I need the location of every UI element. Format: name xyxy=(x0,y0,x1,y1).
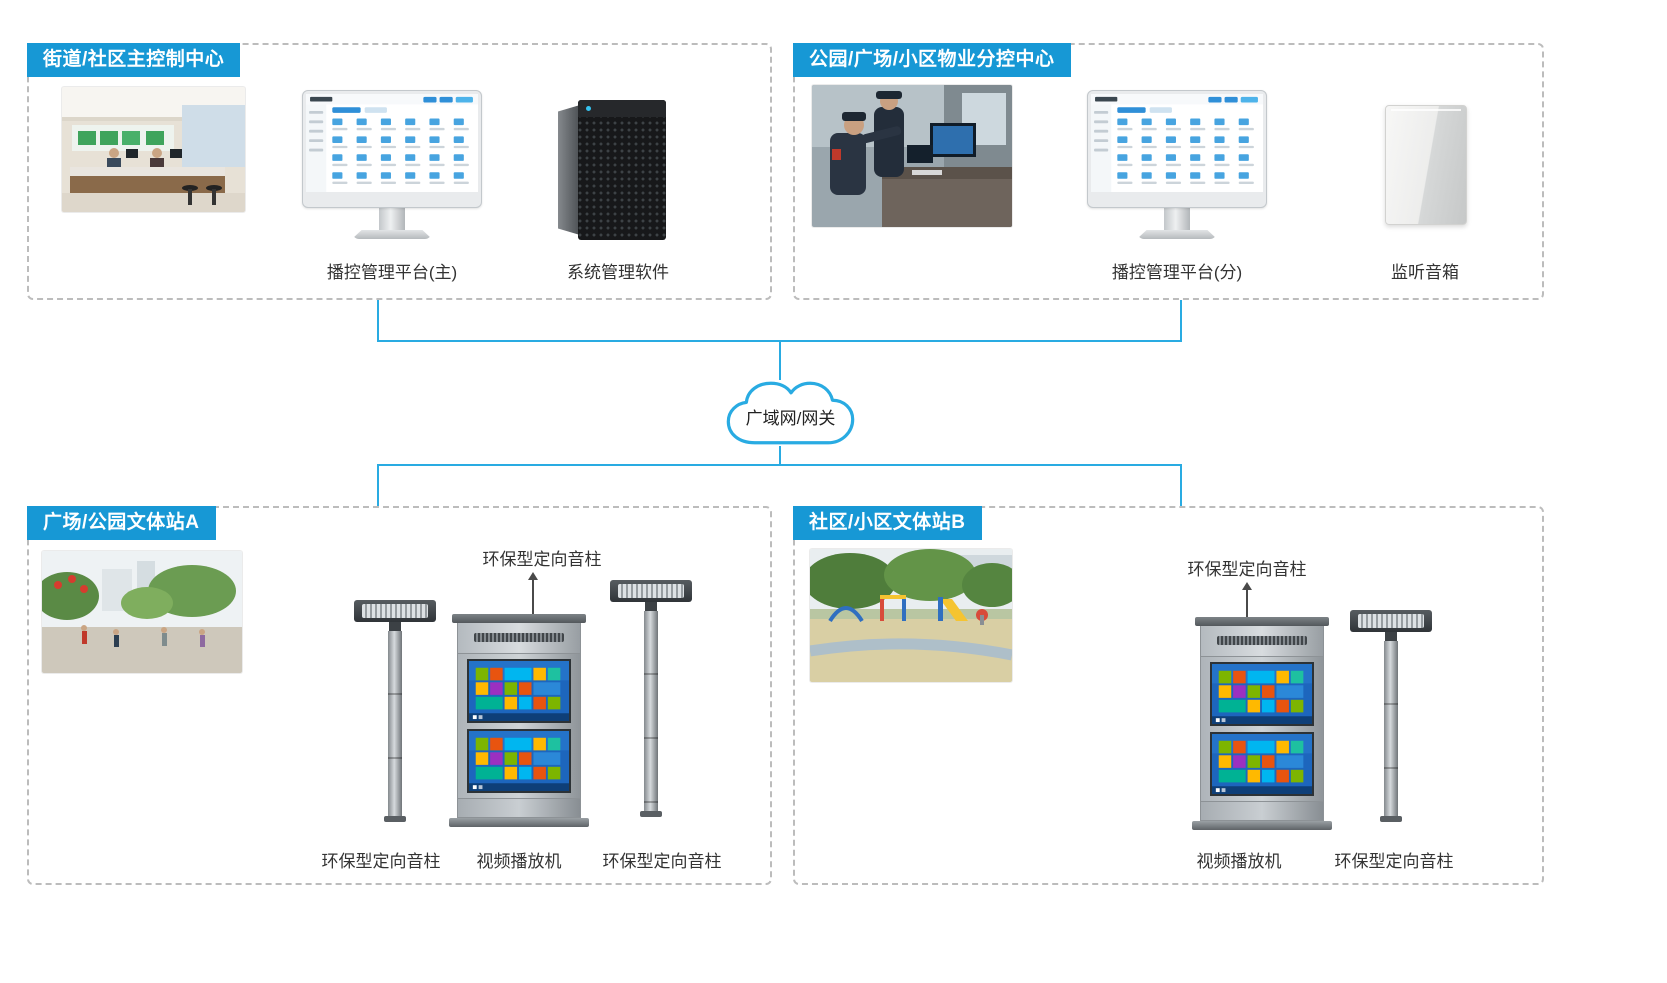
panel-title-station-a: 广场/公园文体站A xyxy=(27,506,216,540)
kiosk-speaker-section xyxy=(457,623,581,654)
kiosk-speaker-section xyxy=(1200,626,1324,657)
sound-column-pole xyxy=(388,631,402,816)
kiosk-grille xyxy=(474,633,564,642)
kiosk-screen-bottom xyxy=(467,729,571,793)
kiosk-body xyxy=(457,654,581,799)
server-tower xyxy=(558,100,670,240)
label-server: 系统管理软件 xyxy=(567,263,669,282)
panel-station-a: 广场/公园文体站A 环保型定向音柱 xyxy=(27,506,772,885)
connector-line xyxy=(1180,464,1182,506)
connector-line xyxy=(377,296,379,342)
photo-monitoring-room xyxy=(812,85,1012,227)
monitor-base xyxy=(352,230,432,239)
kiosk-top-cap xyxy=(1195,617,1329,626)
kiosk-body xyxy=(1200,657,1324,802)
kiosk-base xyxy=(449,818,589,827)
label-monitoring-speaker: 监听音箱 xyxy=(1391,263,1459,282)
connector-line xyxy=(377,464,379,506)
monitor-screen xyxy=(1087,90,1267,208)
monitor-screen xyxy=(302,90,482,208)
sound-column xyxy=(1350,610,1432,822)
kiosk-grille xyxy=(1217,636,1307,645)
panel-title-main-control: 街道/社区主控制中心 xyxy=(27,43,241,77)
connector-line xyxy=(779,340,781,380)
server-power-led xyxy=(586,106,591,111)
label-sound-column-left: 环保型定向音柱 xyxy=(321,852,441,871)
callout-label-directional-speaker: 环保型定向音柱 xyxy=(482,550,602,569)
label-video-player: 视频播放机 xyxy=(1196,852,1282,871)
sound-column-speaker-bar xyxy=(354,600,436,622)
sound-column-base xyxy=(640,811,662,817)
sound-column-pole xyxy=(1384,641,1398,816)
panel-main-control-center: 街道/社区主控制中心 xyxy=(27,43,772,300)
panel-sub-control-center: 公园/广场/小区物业分控中心 xyxy=(793,43,1544,300)
cloud-icon xyxy=(726,381,855,445)
video-player-kiosk xyxy=(1192,617,1332,830)
label-monitor-sub: 播控管理平台(分) xyxy=(1111,263,1243,282)
sound-column-bracket xyxy=(645,602,657,611)
callout-arrow xyxy=(528,572,538,616)
photo-plaza xyxy=(42,551,242,673)
connector-line xyxy=(377,464,1182,466)
label-sound-column: 环保型定向音柱 xyxy=(1334,852,1454,871)
sound-column-bracket xyxy=(1385,632,1397,641)
callout-arrow xyxy=(1242,582,1252,617)
connector-line xyxy=(779,446,781,466)
sound-column-left xyxy=(354,600,436,822)
kiosk-screen-top xyxy=(1210,662,1314,726)
monitor-base xyxy=(1137,230,1217,239)
panel-title-sub-control: 公园/广场/小区物业分控中心 xyxy=(793,43,1071,77)
sound-column-right xyxy=(610,580,692,817)
label-sound-column-right: 环保型定向音柱 xyxy=(602,852,722,871)
sound-column-pole xyxy=(644,611,658,811)
monitoring-speaker xyxy=(1385,105,1467,225)
kiosk-foot xyxy=(1200,802,1324,821)
label-video-player: 视频播放机 xyxy=(476,852,562,871)
sound-column-base xyxy=(384,816,406,822)
photo-playground xyxy=(810,549,1012,682)
wan-cloud: 广域网/网关 xyxy=(723,372,858,454)
sound-column-speaker-bar xyxy=(1350,610,1432,632)
monitor-stand xyxy=(1164,208,1190,230)
kiosk-screen-top xyxy=(467,659,571,723)
server-side-panel xyxy=(558,105,580,235)
panel-title-station-b: 社区/小区文体站B xyxy=(793,506,982,540)
kiosk-top-cap xyxy=(452,614,586,623)
photo-service-center xyxy=(62,87,245,212)
monitor-main-platform xyxy=(302,90,482,239)
connector-line xyxy=(1180,296,1182,342)
sound-column-bracket xyxy=(389,622,401,631)
kiosk-foot xyxy=(457,799,581,818)
server-front-grille xyxy=(578,100,666,240)
wan-gateway-label: 广域网/网关 xyxy=(745,409,836,428)
monitor-stand xyxy=(379,208,405,230)
label-monitor-main: 播控管理平台(主) xyxy=(326,263,458,282)
callout-label-directional-speaker: 环保型定向音柱 xyxy=(1187,560,1307,579)
monitor-sub-platform xyxy=(1087,90,1267,239)
video-player-kiosk xyxy=(449,614,589,827)
panel-station-b: 社区/小区文体站B 环保型定向音柱 xyxy=(793,506,1544,885)
sound-column-speaker-bar xyxy=(610,580,692,602)
server-top-band xyxy=(578,100,666,117)
kiosk-screen-bottom xyxy=(1210,732,1314,796)
kiosk-base xyxy=(1192,821,1332,830)
sound-column-base xyxy=(1380,816,1402,822)
